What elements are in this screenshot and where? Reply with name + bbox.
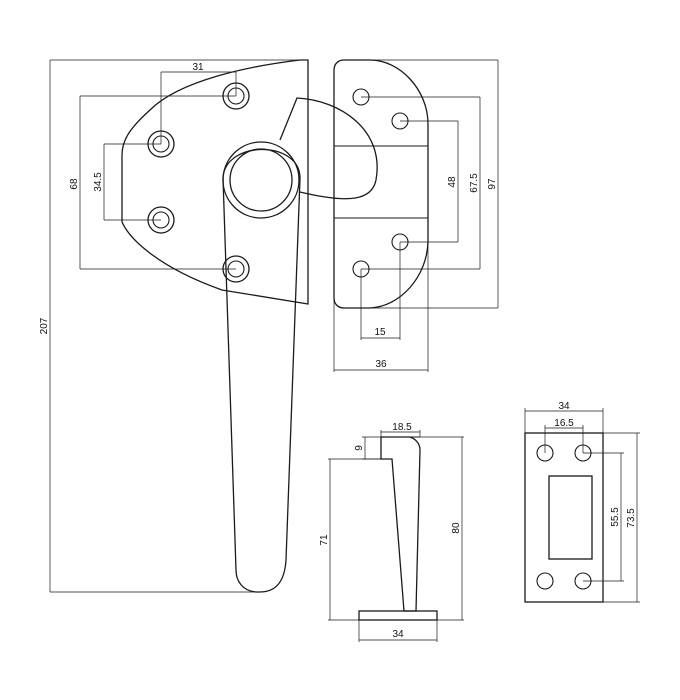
dim-label: 16.5 bbox=[554, 418, 574, 429]
dim-36: 36 bbox=[333, 240, 429, 372]
dim-label: 34.5 bbox=[93, 172, 104, 192]
dim-34-5: 34.5 bbox=[93, 143, 161, 221]
dim-label: 9 bbox=[354, 445, 365, 451]
dim-16-5: 16.5 bbox=[544, 418, 584, 453]
latch-tongue bbox=[279, 97, 378, 200]
mounting-plate bbox=[333, 59, 429, 309]
keeper-plate bbox=[524, 432, 604, 603]
handle-lever-arm bbox=[222, 149, 301, 593]
dim-label: 48 bbox=[447, 176, 458, 188]
strike-view: 18.5 9 71 80 34 bbox=[319, 422, 464, 642]
dim-label: 68 bbox=[69, 178, 80, 190]
dim-34-base: 34 bbox=[358, 620, 438, 642]
dim-label: 18.5 bbox=[392, 422, 412, 433]
dim-68: 68 bbox=[69, 95, 236, 270]
dim-73-5: 73.5 bbox=[603, 432, 640, 603]
dim-31: 31 bbox=[160, 62, 237, 144]
dim-label: 97 bbox=[487, 178, 498, 190]
dim-48: 48 bbox=[400, 120, 459, 243]
dim-label: 80 bbox=[451, 522, 462, 534]
handle-holes bbox=[147, 82, 250, 283]
handle-view: 31 68 34.5 207 bbox=[39, 59, 378, 593]
dim-label: 55.5 bbox=[610, 507, 621, 527]
dim-207: 207 bbox=[39, 59, 300, 593]
dim-97: 97 bbox=[368, 59, 499, 309]
pivot-bore bbox=[229, 148, 293, 212]
dim-label: 34 bbox=[392, 629, 404, 640]
dim-15: 15 bbox=[360, 242, 401, 340]
dim-34-top: 34 bbox=[524, 401, 604, 433]
dim-71: 71 bbox=[319, 458, 381, 621]
dim-label: 34 bbox=[558, 401, 570, 412]
dim-9: 9 bbox=[354, 436, 381, 460]
dim-label: 36 bbox=[375, 359, 387, 370]
dim-67-5: 67.5 bbox=[361, 96, 481, 270]
strike-body bbox=[380, 436, 421, 612]
handle-top-plate bbox=[121, 59, 309, 305]
dim-label: 207 bbox=[39, 317, 50, 334]
dim-label: 67.5 bbox=[469, 173, 480, 193]
dim-label: 71 bbox=[319, 534, 330, 546]
dim-80: 80 bbox=[420, 436, 464, 621]
dim-label: 73.5 bbox=[626, 508, 637, 528]
plate-view: 97 67.5 48 15 36 bbox=[333, 59, 499, 372]
dim-55-5: 55.5 bbox=[583, 452, 624, 582]
keeper-hole bbox=[536, 572, 554, 590]
dim-label: 15 bbox=[374, 327, 386, 338]
strike-base bbox=[358, 610, 438, 621]
keeper-slot bbox=[548, 475, 593, 560]
dim-label: 31 bbox=[192, 62, 204, 73]
pivot-boss bbox=[222, 141, 300, 219]
dim-18-5: 18.5 bbox=[380, 422, 421, 437]
keeper-view: 34 16.5 55.5 73.5 bbox=[524, 401, 640, 603]
keeper-holes bbox=[536, 444, 592, 590]
